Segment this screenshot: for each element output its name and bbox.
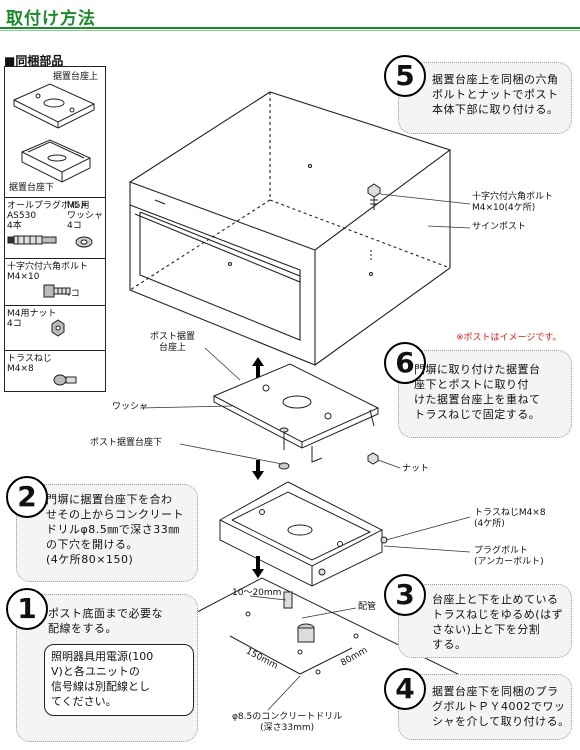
step-3-text: 台座上と下を止めている トラスねじをゆるめ(はず さない)上と下を分割 する。 — [432, 593, 564, 651]
label-truss-screw: トラスねじM4×8 (4ケ所) — [474, 508, 546, 529]
step-3-number: 3 — [384, 574, 426, 616]
step-6-panel — [398, 350, 572, 438]
label-drill: φ8.5のコンクリートドリル (深さ33mm) — [232, 712, 343, 733]
parts-cell-truss: トラスねじ M4×8 — [5, 351, 105, 391]
step-5-panel — [398, 62, 572, 134]
part-label-mount-lower: 据置台座下 — [9, 183, 55, 193]
title-rule-light — [0, 30, 580, 31]
anchor-bolt-thumb — [7, 235, 57, 245]
part-label-mount-upper: 据置台座上 — [53, 72, 99, 82]
leader-lines — [139, 193, 471, 711]
label-hex-bolt: 十字穴付六角ボルト M4×10(4ケ所) — [472, 192, 554, 213]
arrow-down-2 — [252, 556, 264, 578]
hex-bolt-thumb — [43, 284, 71, 298]
step-1-number: 1 — [6, 588, 48, 630]
title-rule — [0, 27, 580, 29]
truss-screw-thumb — [53, 374, 77, 386]
upper-mount-plate — [212, 363, 380, 463]
parts-title: ■同梱部品 — [4, 54, 64, 68]
part-label-truss: トラスねじ M4×8 — [7, 354, 52, 374]
parts-cell-mounts: 据置台座上 据置台座下 — [5, 67, 105, 198]
label-washer: ワッシャ — [112, 402, 149, 412]
pipe-part — [297, 623, 315, 643]
mount-lower-thumb — [20, 139, 92, 183]
arrow-down-1 — [252, 460, 264, 480]
sign-post-box — [128, 91, 452, 366]
nut-part — [367, 452, 379, 465]
step-2-number: 2 — [6, 476, 48, 518]
step-6-number: 6 — [384, 342, 426, 384]
step-1-text: ポスト底面まで必要な 配線をする。 — [48, 607, 163, 635]
step-5-text: 据置台座上を同梱の六角 ボルトとナットでポスト 本体下部に取り付ける。 — [432, 73, 559, 116]
step-6-text: 門塀に取り付けた据置台 座下とポストに取り付 けた据置台座上を重ねて トラスねじ… — [414, 363, 541, 421]
label-post-mount-lower: ポスト据置台座下 — [90, 438, 163, 448]
step-5-number: 5 — [384, 55, 426, 97]
label-dim-depth: 10～20mm — [232, 588, 282, 598]
step-2-text: 門塀に据置台座下を合わ せその上からコンクリート ドリルφ8.5㎜で深さ33㎜ … — [46, 493, 184, 566]
part-label-hex-bolt-qty: 4コ — [65, 289, 80, 299]
part-label-washer: M5用 ワッシャ 4コ — [67, 201, 104, 231]
nut-thumb — [51, 319, 65, 337]
washer-thumb — [75, 236, 93, 248]
label-plug-bolt: プラグボルト (アンカーボルト) — [474, 546, 544, 567]
part-label-nut: M4用ナット 4コ — [7, 309, 57, 329]
parts-list: 据置台座上 据置台座下 オールプラグボルト AS530 4本 M5用 ワッシャ … — [4, 66, 106, 392]
part-label-anchor-bolt: オールプラグボルト AS530 4本 — [7, 201, 89, 231]
step-1-note: 照明器具用電源(100 V)と各ユニットの 信号線は別配線とし てください。 — [44, 644, 194, 716]
washer-bolt — [278, 427, 290, 470]
label-sign-post: サインポスト — [472, 222, 527, 232]
page-title: 取付け方法 — [6, 9, 96, 29]
part-label-hex-bolt: 十字穴付六角ボルト M4×10 — [7, 262, 89, 282]
parts-cell-bolts: オールプラグボルト AS530 4本 M5用 ワッシャ 4コ — [5, 198, 105, 259]
step-3-panel — [398, 584, 572, 658]
label-image-note: ※ポストはイメージです。 — [456, 333, 562, 343]
mount-upper-thumb — [12, 83, 96, 129]
label-pipe: 配管 — [358, 602, 377, 612]
label-nut: ナット — [402, 464, 430, 474]
lower-mount-plate — [218, 481, 388, 587]
step-4-panel — [398, 674, 572, 740]
label-post-mount-upper: ポスト据置 台座上 — [150, 332, 196, 353]
arrow-up — [252, 357, 264, 378]
hex-bolt-top — [367, 183, 381, 210]
step-4-number: 4 — [384, 668, 426, 710]
parts-cell-nut: M4用ナット 4コ — [5, 306, 105, 351]
step-4-text: 据置台座下を同梱のプラ グボルトＰＹ4002でワッ シャを介して取り付ける。 — [432, 685, 570, 728]
parts-cell-hex-bolt: 十字穴付六角ボルト M4×10 4コ — [5, 259, 105, 306]
step-2-panel — [16, 484, 198, 582]
